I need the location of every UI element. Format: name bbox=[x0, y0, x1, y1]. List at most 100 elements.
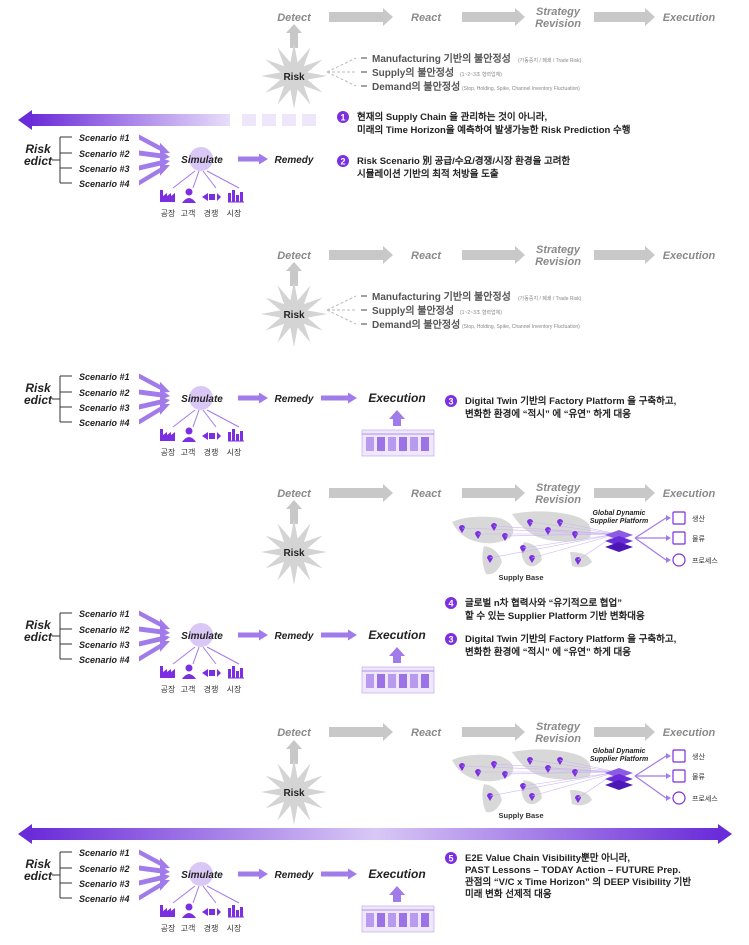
section3-edict-label: edict bbox=[24, 630, 53, 644]
section4-platform-route-4 bbox=[529, 759, 618, 773]
section1-compete-icon-mid bbox=[209, 194, 215, 200]
section2-risk-up-arrow bbox=[286, 262, 302, 286]
section3-platform-continent-1 bbox=[482, 546, 502, 575]
section1-factory-icon bbox=[160, 190, 175, 202]
section4-platform-route-6 bbox=[559, 759, 618, 773]
section1-timeline-dash-0 bbox=[242, 114, 256, 126]
section4-factor-1: 고객 bbox=[181, 923, 196, 933]
section3-platform-route-5 bbox=[547, 529, 618, 535]
section4-market-icon-bar-2 bbox=[236, 910, 239, 917]
section3-scenario-3: Scenario #3 bbox=[79, 640, 130, 650]
section3-platform-output-head-0 bbox=[666, 515, 671, 521]
section3-platform-route-3 bbox=[504, 533, 618, 537]
section2-compete-icon-left bbox=[202, 432, 208, 440]
section4-compete-icon bbox=[202, 908, 221, 916]
section2-instability-note-1: (1~2~3조 협력업체) bbox=[460, 309, 502, 316]
section2-remedy-label: Remedy bbox=[275, 394, 314, 405]
section3-platform-continent-4 bbox=[570, 552, 592, 568]
section4-platform-output-arrow-2 bbox=[634, 775, 667, 799]
section3-platform-pin-3 bbox=[502, 533, 508, 541]
section1-market-icon-bar-1 bbox=[232, 190, 235, 202]
section2-instability-title-2: Demand의 불안정성 bbox=[372, 318, 460, 331]
section4-platform-route-8 bbox=[522, 771, 618, 787]
section1-market-icon-bar-0 bbox=[228, 193, 231, 202]
section1-stage-arrow-3 bbox=[594, 8, 655, 26]
section4-customer-icon bbox=[182, 903, 196, 918]
note3b-line-1: 변화한 환경에 “적시” 에 “유연” 하게 대응 bbox=[465, 646, 631, 658]
section2-customer-icon bbox=[182, 427, 196, 442]
section1-timeline-dash-3 bbox=[302, 114, 316, 126]
section2-twin-unit-3 bbox=[399, 437, 407, 451]
section3-stage-react: React bbox=[411, 488, 442, 500]
section4-factor-3: 시장 bbox=[227, 923, 242, 933]
section4-timeline-bar bbox=[30, 828, 720, 840]
section3-stage-execution: Execution bbox=[663, 488, 716, 500]
section2-factory-icon bbox=[160, 429, 175, 441]
section2-link-2 bbox=[202, 409, 217, 428]
note1-badge bbox=[337, 111, 349, 123]
section2-compete-icon-right bbox=[217, 432, 221, 440]
section1-instability-title-1: Supply의 불안정성 bbox=[372, 66, 454, 79]
section4-scenario-arrow-4 bbox=[139, 879, 170, 901]
section3-risk-star bbox=[261, 519, 327, 585]
section1-stage-execution: Execution bbox=[663, 12, 716, 24]
section2-stage-detect: Detect bbox=[277, 250, 312, 262]
section3-factor-1: 고객 bbox=[181, 684, 196, 694]
section4-twin-unit-1 bbox=[377, 913, 385, 927]
note3b-number: 3 bbox=[448, 635, 453, 645]
section2-stage-arrow-1 bbox=[329, 246, 393, 264]
section4-platform-output-icon-2 bbox=[672, 791, 686, 805]
section4-factory-icon bbox=[160, 905, 175, 917]
section3-platform-output-arrow-2 bbox=[634, 537, 667, 561]
section4-platform-route-5 bbox=[547, 767, 618, 773]
section3-platform-world-map bbox=[452, 511, 618, 575]
section4-market-icon-bar-1 bbox=[232, 905, 235, 917]
section1-compete-icon-right bbox=[217, 193, 221, 201]
section4-platform-route-11 bbox=[577, 771, 618, 799]
section3-platform-output-icon-0 bbox=[672, 511, 686, 525]
section1-scenario-2: Scenario #2 bbox=[79, 149, 130, 159]
section2-stage-revision: Revision bbox=[535, 256, 581, 268]
note5-number: 5 bbox=[448, 854, 453, 864]
section2-stage-arrow-3 bbox=[594, 246, 655, 264]
section2-stage-arrow-2 bbox=[462, 246, 525, 264]
section1-customer-icon-head bbox=[185, 188, 193, 196]
section3-platform-layer-1 bbox=[605, 536, 633, 546]
section2-twin-unit-4 bbox=[410, 437, 418, 451]
section1-risk-up-arrow bbox=[286, 24, 302, 48]
section4-platform-layer-0 bbox=[605, 768, 633, 778]
section2-stage-strategy: Strategy bbox=[536, 244, 581, 256]
section3-platform-platform-title-0: Global Dynamic bbox=[593, 510, 646, 517]
section2-market-icon-bar-0 bbox=[228, 432, 231, 441]
section3-stage-arrow-2 bbox=[462, 484, 525, 502]
section4-link-1 bbox=[192, 885, 200, 904]
section4-scenario-1: Scenario #1 bbox=[79, 848, 130, 858]
section3-stage-detect: Detect bbox=[277, 488, 312, 500]
section3-platform-output-label-2: 프로세스 bbox=[692, 556, 718, 565]
note4-line-1: 할 수 있는 Supplier Platform 기반 변화대응 bbox=[465, 610, 645, 622]
section3-simulate-bubble bbox=[189, 623, 213, 647]
section3-platform-route-9 bbox=[531, 533, 618, 559]
section4-factory-icon-shape bbox=[160, 905, 175, 917]
section3-platform-continent-2 bbox=[512, 511, 591, 542]
section1-remedy-arrow bbox=[238, 153, 268, 165]
note5-line-1: PAST Lessons – TODAY Action – FUTURE Pre… bbox=[465, 865, 681, 876]
section4-stage-arrow-1 bbox=[329, 723, 393, 741]
section3-platform-pin-5 bbox=[545, 527, 551, 535]
section3-customer-icon bbox=[182, 664, 196, 679]
section4-platform-route-0 bbox=[461, 765, 618, 773]
section2-market-icon bbox=[228, 429, 244, 442]
section4-platform-output-label-2: 프로세스 bbox=[692, 794, 718, 803]
section3-platform-pin-1 bbox=[475, 531, 481, 539]
section4-risk-up-arrow bbox=[286, 740, 302, 764]
section4-timeline-head-left bbox=[18, 824, 32, 844]
section3-compete-icon-mid bbox=[209, 670, 215, 676]
section2-factor-2: 경쟁 bbox=[204, 447, 219, 457]
section3-platform-supply-base: Supply Base bbox=[498, 573, 543, 582]
section4-platform-pin-10 bbox=[487, 793, 493, 801]
section4-platform-pin-1 bbox=[475, 769, 481, 777]
section4-bracket bbox=[52, 851, 72, 899]
section4-link-2 bbox=[202, 885, 217, 904]
section3-market-icon-bar-3 bbox=[240, 668, 243, 678]
section1-instability-note-1: (1~2~3조 협력업체) bbox=[460, 71, 502, 78]
